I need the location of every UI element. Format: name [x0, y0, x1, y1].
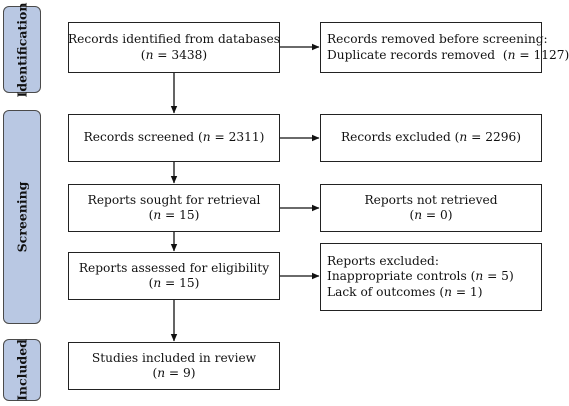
records-excluded-label: Records excluded (n = 2296) [340, 130, 522, 145]
studies-included-box: Studies included in review (n = 9) [68, 342, 280, 390]
duplicates-removed: Duplicate records removed (n = 1127) [327, 47, 569, 62]
phase-identification: Identification [3, 2, 41, 97]
phase-included-label: Included [14, 339, 30, 401]
exclusion-reason-outcomes: Lack of outcomes (n = 1) [327, 284, 483, 299]
studies-included-label: Studies included in review [91, 350, 257, 365]
reports-excluded-box: Reports excluded: Inappropriate controls… [320, 243, 542, 311]
reports-assessed-box: Reports assessed for eligibility (n = 15… [68, 252, 280, 300]
reports-sought-count: (n = 15) [148, 208, 200, 222]
prisma-flow-diagram: Identification Screening Included Record… [3, 2, 569, 401]
records-removed-title: Records removed before screening: [327, 32, 548, 46]
reports-not-retrieved-label: Reports not retrieved [364, 192, 498, 207]
exclusion-reason-controls: Inappropriate controls (n = 5) [327, 269, 514, 284]
records-removed-box: Records removed before screening: Duplic… [320, 22, 569, 73]
phase-included: Included [3, 339, 41, 401]
reports-excluded-title: Reports excluded: [327, 253, 439, 268]
records-identified-box: Records identified from databases (n = 3… [68, 22, 280, 73]
reports-assessed-count: (n = 15) [148, 276, 200, 290]
studies-included-count: (n = 9) [152, 366, 196, 380]
records-screened-box: Records screened (n = 2311) [68, 114, 280, 162]
reports-not-retrieved-count: (n = 0) [409, 208, 453, 222]
phase-identification-label: Identification [14, 2, 30, 97]
reports-sought-box: Reports sought for retrieval (n = 15) [68, 184, 280, 232]
records-excluded-box: Records excluded (n = 2296) [320, 114, 542, 162]
records-identified-count: (n = 3438) [140, 47, 208, 62]
reports-assessed-label: Reports assessed for eligibility [78, 260, 270, 275]
records-identified-label: Records identified from databases [68, 32, 281, 46]
phase-screening: Screening [3, 110, 41, 324]
records-screened-label: Records screened (n = 2311) [83, 130, 265, 145]
reports-not-retrieved-box: Reports not retrieved (n = 0) [320, 184, 542, 232]
phase-screening-label: Screening [14, 181, 30, 253]
reports-sought-label: Reports sought for retrieval [87, 192, 261, 207]
